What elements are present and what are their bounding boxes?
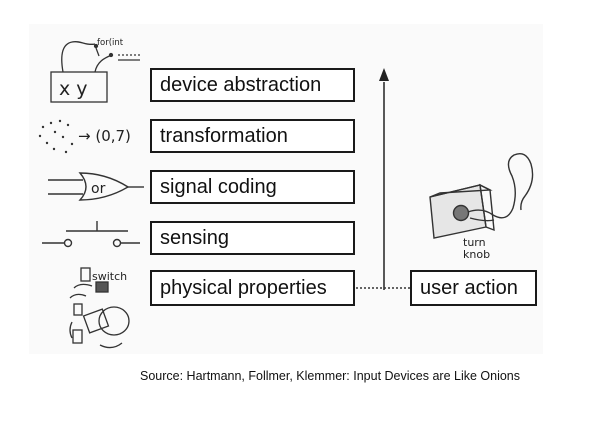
layer-label: device abstraction — [160, 73, 322, 96]
layer-signal-coding: signal coding — [150, 170, 355, 204]
layer-physical-properties: physical properties — [150, 270, 355, 306]
transformation-sketch-label: → (0,7) — [78, 127, 131, 145]
device-abstraction-sketch-icon — [50, 40, 140, 103]
layer-label: physical properties — [160, 276, 327, 299]
layer-label: transformation — [160, 124, 288, 147]
upward-arrow — [379, 68, 389, 290]
layer-sensing: sensing — [150, 221, 355, 255]
switch-sketch-label: switch — [92, 270, 127, 283]
turn-knob-label-line1: turn — [463, 236, 486, 249]
switch-symbol-icon — [42, 221, 140, 248]
user-action-label: user action — [420, 276, 518, 299]
layer-device-abstraction: device abstraction — [150, 68, 355, 102]
physical-switch-sketch-icon — [69, 267, 130, 349]
for-print-sketch-label: for(int — [97, 38, 124, 48]
hand-turning-knob-icon — [429, 152, 534, 239]
or-gate-icon — [48, 172, 144, 201]
scattered-points-icon — [38, 119, 74, 154]
layer-label: signal coding — [160, 175, 277, 198]
user-action-box: user action — [410, 270, 537, 306]
turn-knob-label-line2: knob — [463, 248, 490, 261]
or-gate-label: or — [91, 181, 106, 197]
device-abstraction-sketch-label: x y — [59, 78, 88, 100]
source-caption: Source: Hartmann, Follmer, Klemmer: Inpu… — [140, 369, 521, 383]
layer-transformation: transformation — [150, 119, 355, 153]
layer-label: sensing — [160, 226, 229, 249]
